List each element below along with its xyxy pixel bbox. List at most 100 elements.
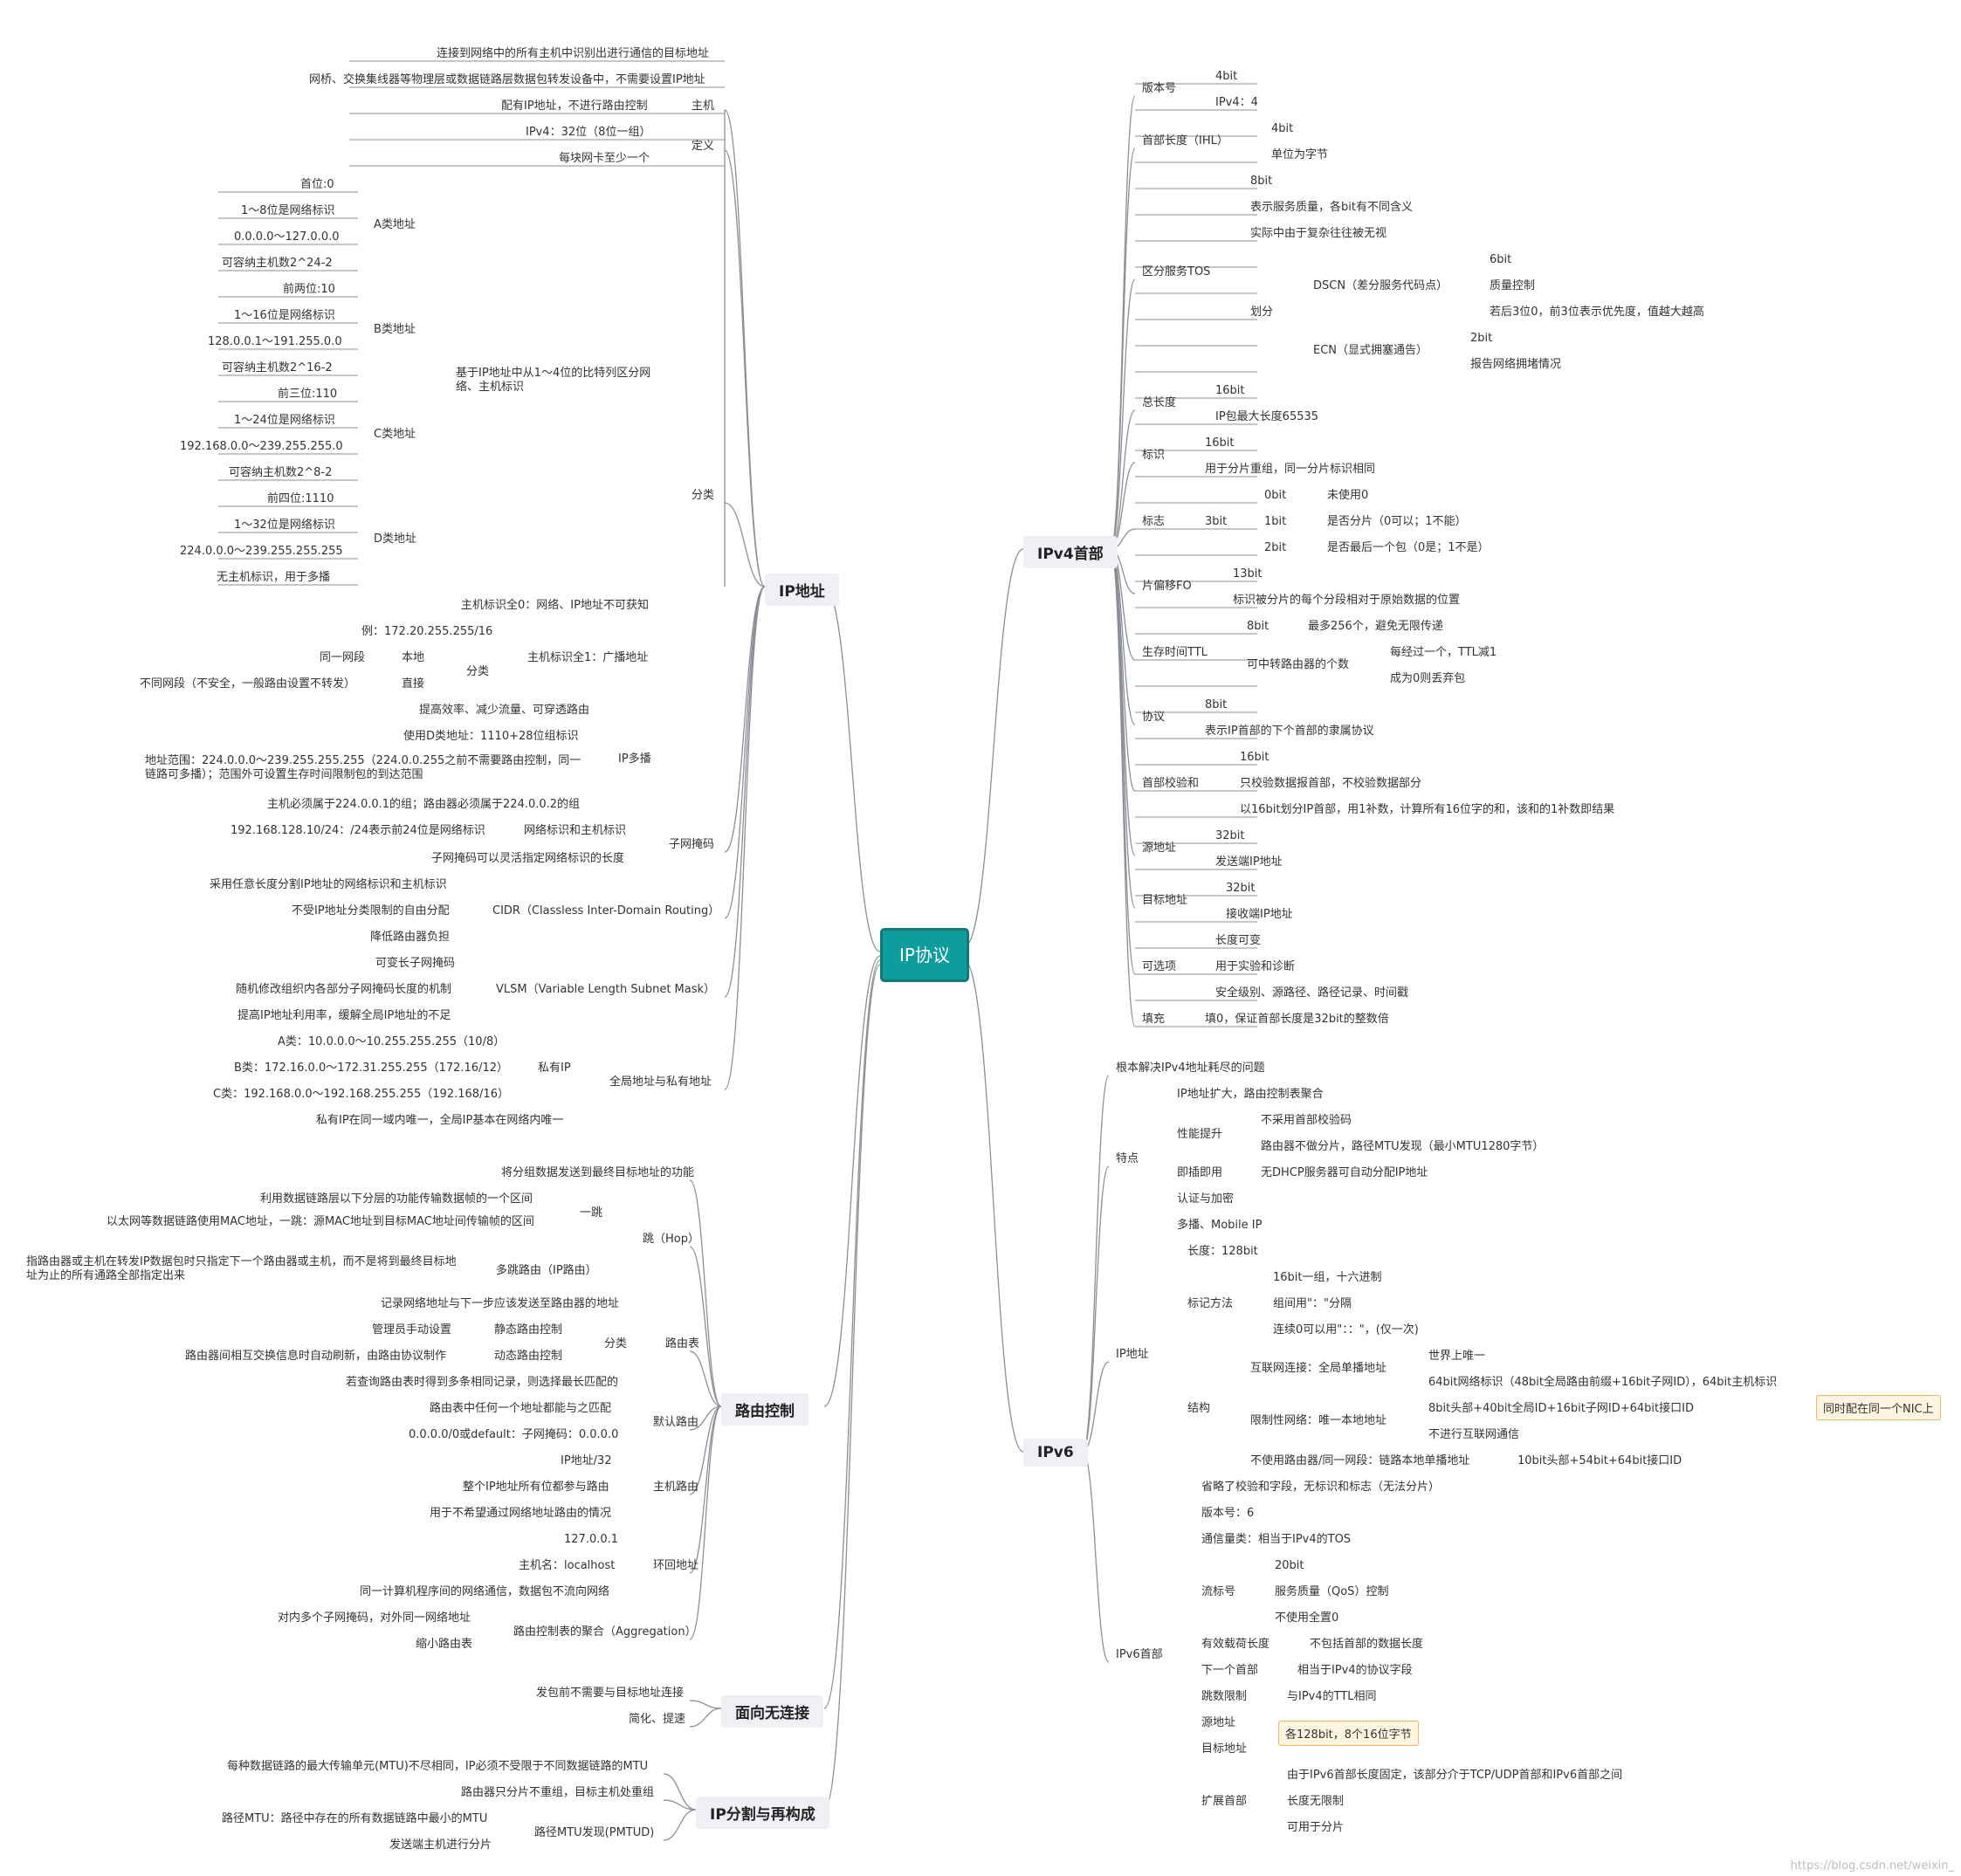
- label: C类地址: [374, 428, 416, 441]
- label: 以16bit划分IP首部，用1补数，计算所有16位字的和，该和的1补数即结果: [1240, 803, 1615, 816]
- connector: [724, 502, 766, 588]
- label: 通信量类：相当于IPv4的TOS: [1201, 1533, 1352, 1546]
- label: 路由器不做分片，路径MTU发现（最小MTU1280字节）: [1261, 1140, 1545, 1153]
- label: 192.168.128.10/24：/24表示前24位是网络标识: [231, 824, 485, 837]
- label: 0bit: [1264, 489, 1287, 502]
- label: 动态路由控制: [494, 1350, 563, 1363]
- connector: [689, 1350, 722, 1407]
- label: IP地址/32: [561, 1454, 612, 1467]
- label: 私有IP在同一域内唯一，全局IP基本在网络内唯一: [316, 1114, 564, 1127]
- label: 限制性网络：唯一本地地址: [1250, 1414, 1387, 1427]
- label: 同一计算机程序间的网络通信，数据包不流向网络: [360, 1585, 610, 1598]
- label: 不使用全置0: [1275, 1611, 1339, 1625]
- label: 最多256个，避免无限传递: [1308, 620, 1443, 633]
- label: 扩展首部: [1201, 1795, 1248, 1808]
- label: 跳（Hop）: [643, 1233, 699, 1246]
- label: 首部长度（IHL）: [1142, 134, 1228, 148]
- label: D类地址: [374, 533, 417, 546]
- label: 不同网段（不安全，一般路由设置不转发）: [140, 677, 356, 691]
- label: 可容纳主机数2^8-2: [229, 466, 333, 479]
- label: 根本解决IPv4地址耗尽的问题: [1116, 1062, 1265, 1075]
- node-connectionless[interactable]: 面向无连接: [721, 1695, 823, 1728]
- label: 10bit头部+54bit+64bit接口ID: [1517, 1454, 1682, 1467]
- label: 用于分片重组，同一分片标识相同: [1205, 463, 1376, 476]
- label: 主机路由: [653, 1481, 699, 1494]
- node-ip-address[interactable]: IP地址: [765, 574, 839, 606]
- connector: [1082, 1165, 1110, 1453]
- label: 首位:0: [300, 178, 334, 191]
- label: 分类: [604, 1337, 628, 1350]
- node-ipv6[interactable]: IPv6: [1023, 1439, 1088, 1467]
- label: B类：172.16.0.0～172.31.255.255（172.16/12）: [234, 1062, 508, 1075]
- label: 省略了校验和字段，无标识和标志（无法分片）: [1201, 1481, 1441, 1494]
- label: 16bit: [1205, 436, 1235, 450]
- label: 降低路由器负担: [370, 931, 451, 944]
- label: 成为0则丢弃包: [1390, 672, 1466, 685]
- label: 基于IP地址中从1～4位的比特列区分网络、主机标识: [456, 367, 651, 394]
- label: 区分服务TOS: [1142, 265, 1211, 278]
- label: 0.0.0.0～127.0.0.0: [234, 230, 340, 244]
- label: 连续0可以用"：："，(仅一次): [1273, 1323, 1419, 1337]
- label: 标志: [1142, 515, 1166, 528]
- label: 互联网连接：全局单播地址: [1250, 1362, 1387, 1375]
- label: 接收端IP地址: [1226, 908, 1293, 921]
- label: 路由表中任何一个地址都能与之匹配: [430, 1402, 612, 1415]
- label: 3bit: [1205, 515, 1228, 528]
- label: 每经过一个，TTL减1: [1390, 646, 1497, 659]
- label: 采用任意长度分割IP地址的网络标识和主机标识: [210, 878, 447, 891]
- label: 世界上唯一: [1428, 1350, 1486, 1363]
- label: 指路由器或主机在转发IP数据包时只指定下一个路由器或主机，而不是将到最终目标地址…: [26, 1255, 457, 1282]
- label: 安全级别、源路径、路径记录、时间戳: [1215, 986, 1409, 1000]
- root-node[interactable]: IP协议: [880, 928, 969, 982]
- label: IP地址扩大，路由控制表聚合: [1177, 1088, 1324, 1101]
- connector: [724, 586, 766, 919]
- label: 可用于分片: [1287, 1821, 1345, 1834]
- label: 用于不希望通过网络地址路由的情况: [430, 1507, 612, 1520]
- label: 可容纳主机数2^24-2: [222, 257, 333, 270]
- label: IPv4：4: [1215, 96, 1258, 109]
- connector: [689, 1708, 722, 1728]
- label: 主机必须属于224.0.0.1的组；路由器必须属于224.0.0.2的组: [267, 798, 581, 811]
- label: 源地址: [1142, 842, 1177, 855]
- connector: [823, 964, 881, 1811]
- label: 标识被分片的每个分段相对于原始数据的位置: [1233, 594, 1461, 607]
- connector: [724, 109, 766, 588]
- label: 2bit: [1264, 541, 1287, 554]
- label: 发包前不需要与目标地址连接: [536, 1687, 685, 1700]
- node-fragmentation[interactable]: IP分割与再构成: [696, 1797, 829, 1829]
- label: 利用数据链路层以下分层的功能传输数据帧的一个区间: [260, 1192, 533, 1206]
- label: C类：192.168.0.0～192.168.255.255（192.168/1…: [213, 1088, 509, 1101]
- label: 每块网卡至少一个: [559, 152, 650, 165]
- connector: [1082, 1451, 1110, 1663]
- label: 32bit: [1215, 829, 1245, 842]
- label: 8bit头部+40bit全局ID+16bit子网ID+64bit接口ID: [1428, 1402, 1694, 1415]
- label: 可容纳主机数2^16-2: [222, 361, 333, 375]
- label: 32bit: [1226, 882, 1256, 895]
- label: 由于IPv6首部长度固定，该部分介于TCP/UDP首部和IPv6首部之间: [1287, 1769, 1623, 1782]
- label: 管理员手动设置: [372, 1323, 452, 1337]
- label: 一跳: [580, 1206, 603, 1220]
- label: 版本号：6: [1201, 1507, 1255, 1520]
- label: 网络标识和主机标识: [524, 824, 627, 837]
- label: 提高IP地址利用率，缓解全局IP地址的不足: [237, 1009, 451, 1022]
- connector: [689, 1246, 722, 1407]
- connector: [724, 586, 766, 1090]
- connector: [823, 959, 881, 1709]
- label: 1～16位是网络标识: [234, 309, 335, 322]
- note-same-nic: 同时配在同一个NIC上: [1816, 1395, 1941, 1420]
- label: 整个IP地址所有位都参与路由: [463, 1481, 609, 1494]
- label: 是否最后一个包（0是；1不是）: [1327, 541, 1490, 554]
- label: 不包括首部的数据长度: [1310, 1638, 1424, 1651]
- label: 服务质量（QoS）控制: [1275, 1585, 1389, 1598]
- node-ipv4-header[interactable]: IPv4首部: [1023, 536, 1118, 568]
- label: 路由器只分片不重组，目标主机处重组: [461, 1786, 655, 1799]
- label: 填0，保证首部长度是32bit的整数倍: [1205, 1013, 1389, 1026]
- label: 版本号: [1142, 82, 1177, 95]
- label: 用于实验和诊断: [1215, 960, 1296, 973]
- node-routing-control[interactable]: 路由控制: [721, 1393, 808, 1426]
- label: 前三位:110: [278, 388, 338, 401]
- connector: [823, 586, 881, 952]
- label: 多跳路由（IP路由）: [496, 1264, 597, 1277]
- label: 将分组数据发送到最终目标地址的功能: [501, 1166, 695, 1179]
